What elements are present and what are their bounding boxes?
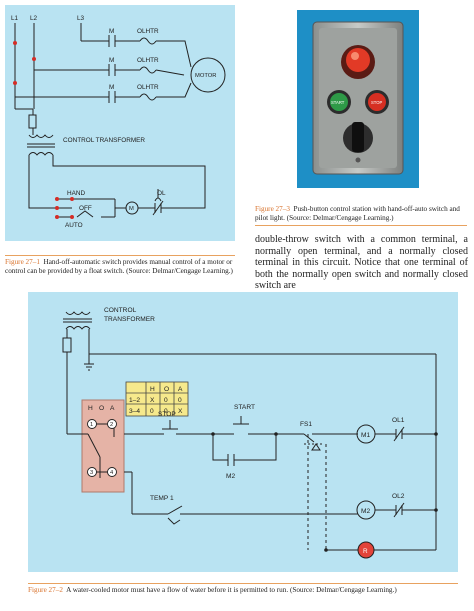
figure-27-2-caption: Figure 27–2 A water-cooled motor must ha…: [28, 586, 468, 595]
hoa-switch-box: [81, 399, 125, 493]
figure-27-2-label: Figure 27–2: [28, 586, 63, 594]
label-transformer: TRANSFORMER: [104, 316, 155, 323]
terminal-4: 4: [110, 470, 114, 476]
terminal-3: 3: [90, 470, 93, 476]
label-stop: STOP: [158, 411, 176, 418]
label-l1: L1: [11, 15, 19, 22]
label-ol2: OL2: [392, 493, 405, 500]
pushbutton-station-illustration: START STOP: [312, 21, 404, 175]
table-header-o: O: [164, 386, 169, 393]
label-auto: AUTO: [65, 222, 83, 229]
hoa-motor-schematic: L1 L2 L3 M M M OLHTR OLHTR OLHTR MOTOR C…: [11, 15, 226, 229]
figure-27-1-panel: L1 L2 L3 M M M OLHTR OLHTR OLHTR MOTOR C…: [5, 5, 235, 241]
table-row2-o: 0: [164, 408, 168, 415]
label-off: OFF: [79, 205, 92, 212]
stop-button-label: STOP: [371, 100, 383, 105]
hoa-label-o: O: [99, 405, 104, 412]
label-temp1: TEMP 1: [150, 495, 174, 502]
figure-27-1-rule: [5, 255, 235, 256]
label-m1: M1: [361, 432, 370, 439]
figure-27-3-caption-text: Push-button control station with hand-of…: [255, 205, 460, 222]
water-cooled-motor-schematic: H O A 1–2 X 0 0 3–4 0 0 X CONTROL TRANSF…: [62, 307, 438, 559]
terminal-1: 1: [90, 422, 93, 428]
hoa-label-a: A: [110, 405, 115, 412]
hoa-truth-table: [125, 381, 189, 417]
label-motor: MOTOR: [195, 73, 216, 79]
body-paragraph: double-throw switch with a common termin…: [255, 234, 468, 292]
figure-27-2-rule: [28, 583, 458, 584]
table-row2-label: 3–4: [129, 408, 140, 415]
label-ol1: OL1: [392, 417, 405, 424]
label-olhtr1: OLHTR: [137, 28, 159, 35]
label-control-transformer: CONTROL TRANSFORMER: [63, 137, 145, 144]
table-row1-h: X: [150, 397, 155, 404]
label-m2: M2: [361, 508, 370, 515]
figure-27-3-caption: Figure 27–3 Push-button control station …: [255, 205, 467, 223]
label-ol: OL: [157, 190, 166, 197]
figure-27-1-caption-text: Hand-off-automatic switch provides manua…: [5, 258, 233, 275]
figure-27-2-caption-text: A water-cooled motor must have a flow of…: [66, 586, 397, 594]
table-row1-o: 0: [164, 397, 168, 404]
pilot-light-icon: [357, 541, 375, 559]
label-m2-contact: M2: [226, 473, 235, 480]
table-row1-a: 0: [178, 397, 182, 404]
figure-27-3-rule: [255, 225, 467, 226]
figure-27-2-panel: H O A 1–2 X 0 0 3–4 0 0 X CONTROL TRANSF…: [28, 292, 458, 572]
figure-27-3-label: Figure 27–3: [255, 205, 290, 213]
table-row2-h: 0: [150, 408, 154, 415]
label-olhtr3: OLHTR: [137, 84, 159, 91]
label-olhtr2: OLHTR: [137, 57, 159, 64]
label-m-coil: M: [129, 206, 134, 212]
label-l2: L2: [30, 15, 38, 22]
figure-27-1-caption: Figure 27–1 Hand-off-automatic switch pr…: [5, 258, 237, 276]
hoa-label-h: H: [88, 405, 93, 412]
figure-27-1-label: Figure 27–1: [5, 258, 40, 266]
label-r: R: [363, 548, 368, 555]
label-fs1: FS1: [300, 421, 312, 428]
figure-27-3-photo: START STOP: [297, 10, 419, 188]
label-m1: M: [109, 28, 114, 35]
label-m2: M: [109, 57, 114, 64]
label-hand: HAND: [67, 190, 85, 197]
table-row1-label: 1–2: [129, 397, 140, 404]
table-header-a: A: [178, 386, 183, 393]
table-header-h: H: [150, 386, 155, 393]
start-button-label: START: [331, 100, 345, 105]
label-start: START: [234, 404, 255, 411]
label-control: CONTROL: [104, 307, 137, 314]
terminal-2: 2: [110, 422, 113, 428]
label-m3: M: [109, 84, 114, 91]
table-row2-a: X: [178, 408, 183, 415]
label-l3: L3: [77, 15, 85, 22]
